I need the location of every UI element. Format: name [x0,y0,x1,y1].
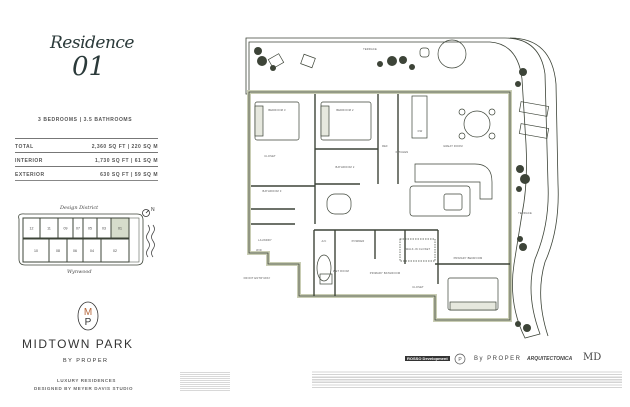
spec-value: 630 SQ FT | 59 SQ M [100,172,158,178]
keyplan-bottom-label: Wynwood [67,269,92,275]
spec-value: 1,730 SQ FT | 61 SQ M [94,158,158,164]
svg-text:P: P [458,357,462,363]
partner-md: MD [583,352,602,363]
room-label-bathroom2: BATHROOM 2 [336,165,355,169]
key-plan: 12 11 09 07 05 03 01 10 08 06 04 02 N [18,207,155,266]
room-label-closet: CLOSET [264,154,276,158]
spec-value: 2,360 SQ FT | 220 SQ M [91,144,158,150]
svg-text:P: P [85,317,92,328]
compass-icon: N [142,207,155,217]
room-label-great-room: GREAT ROOM [443,144,463,148]
partner-proper: By PROPER [474,356,522,362]
spec-row-total: TOTAL 2,360 SQ FT | 220 SQ M [15,138,158,153]
residence-title: Residence [50,33,135,53]
room-label-primary-bath: PRIMARY BATHROOM [370,271,400,275]
unit-02 [100,238,130,263]
room-label-terrace: TERRACE [363,47,377,51]
room-label-ac: A/C [322,239,327,243]
unit-label: 11 [47,227,51,231]
tagline-designer: DESIGNED BY MEYER DAVIS STUDIO [34,386,134,391]
room-label-walkin: WALK-IN CLOSET [406,247,431,251]
partner-rosso: ROSSO Development [405,356,450,361]
room-label-terrace-side: TERRACE [518,211,532,215]
unit-label: 01 [118,227,122,231]
waterway-icon [146,224,155,258]
room-label-entry: FRONT ENTRYWAY [244,276,271,280]
partner-arquitectonica: ARQUITECTONICA [527,356,573,362]
north-label: N [151,207,155,213]
unit-01 [110,217,130,239]
room-label-primary-bedroom: PRIMARY BEDROOM [454,256,483,260]
brand-byline: BY PROPER [63,358,109,364]
unit-label: 04 [90,249,94,253]
unit-label: 08 [56,249,60,253]
room-label-bathroom3: BATHROOM 3 [263,189,282,193]
room-label-powder: POWDER [352,239,365,243]
label-ref: REF [382,144,388,148]
proper-seal-icon: P [454,353,466,365]
room-label-bedroom2: BEDROOM 2 [336,108,354,112]
keyplan-top-label: Design District [60,205,99,211]
unit-label: 09 [64,227,68,231]
legal-disclaimer [312,370,622,388]
residence-number: 01 [72,52,106,82]
room-label-laundry: LAUNDRY [258,238,272,242]
spec-label: EXTERIOR [15,172,45,178]
unit-label: 06 [73,249,77,253]
unit-label: 03 [102,227,106,231]
room-label-bedroom3: BEDROOM 3 [268,108,286,112]
spec-row-interior: INTERIOR 1,730 SQ FT | 61 SQ M [15,152,158,167]
bed-bath-summary: 3 BEDROOMS | 3.5 BATHROOMS [38,117,133,123]
legal-text-small [180,371,230,391]
monogram-logo: M P [77,301,99,331]
unit-label: 07 [76,227,80,231]
spec-row-exterior: EXTERIOR 630 SQ FT | 59 SQ M [15,166,158,181]
room-label-kitchen: KITCHEN [396,150,409,154]
divider [15,180,158,181]
spec-label: TOTAL [15,144,34,150]
room-label-wet-room: WET ROOM [333,269,349,273]
floor-plan: TERRACE BEDROOM 3 BEDROOM 2 KITCHEN GREA… [244,37,559,339]
svg-text:M: M [84,307,92,318]
unit-label: 12 [30,227,34,231]
unit-label: 05 [88,227,92,231]
label-dw: DW [418,129,423,133]
room-label-wd: W/D [256,248,262,252]
unit-label: 02 [113,249,117,253]
room-label-closet2: CLOSET [412,285,424,289]
tagline: LUXURY RESIDENCES [57,378,116,383]
unit-label: 10 [34,249,38,253]
spec-label: INTERIOR [15,158,43,164]
brand-name: MIDTOWN PARK [22,337,134,351]
